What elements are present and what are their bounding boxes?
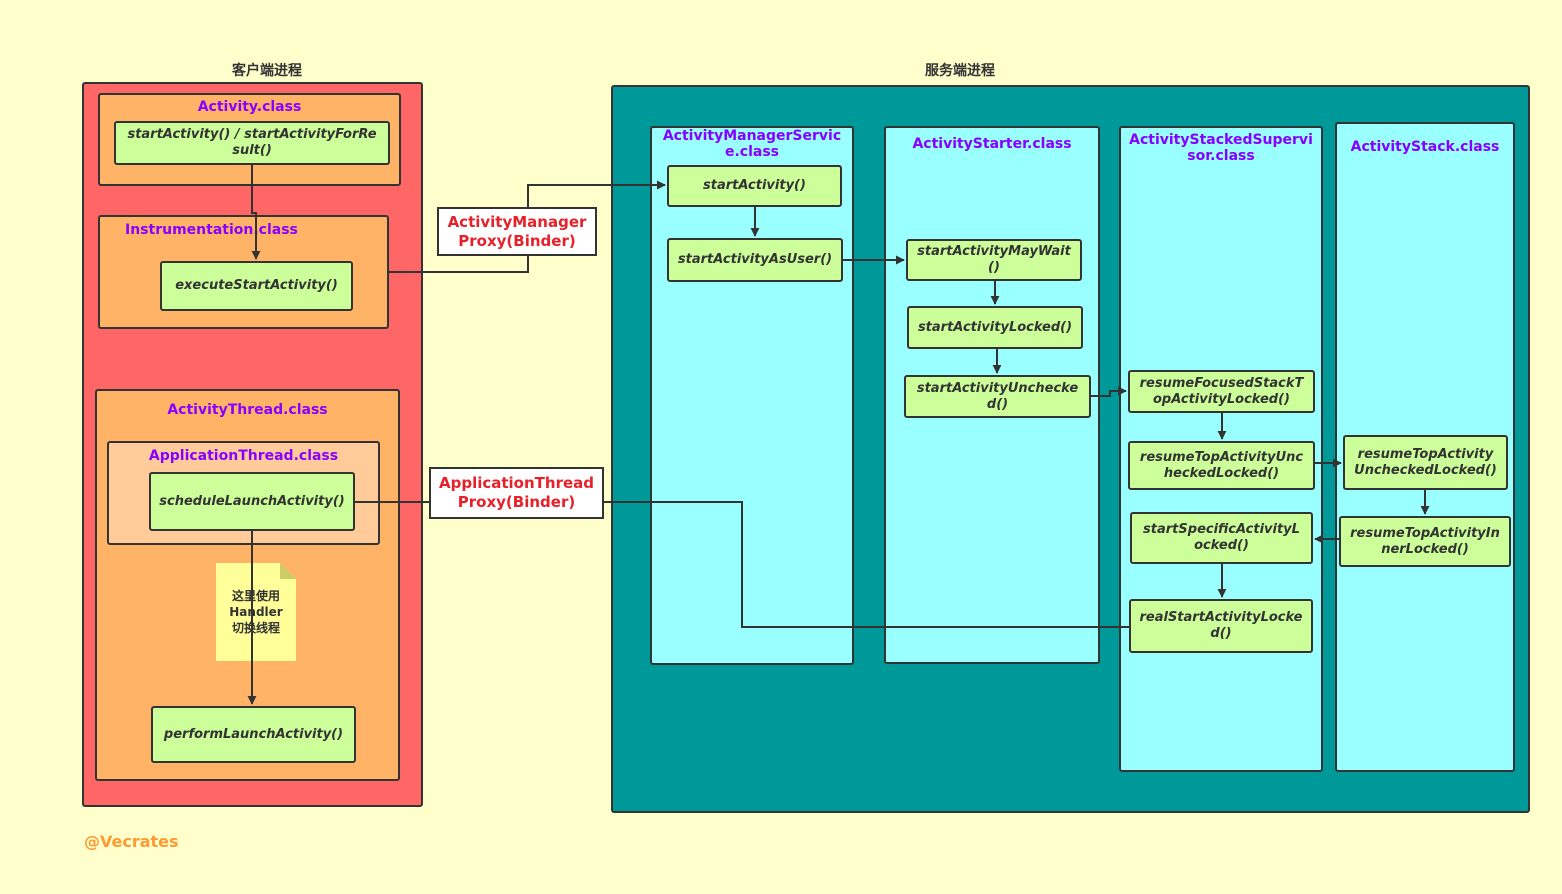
method-supervisor-resume-top-activity-unchecked-locked[interactable]: resumeTopActivityUncheckedLocked()	[1128, 441, 1315, 490]
note-shape	[216, 563, 296, 661]
application-thread-proxy: ApplicationThread Proxy(Binder)	[429, 467, 604, 519]
method-start-activity-may-wait[interactable]: startActivityMayWait()	[906, 239, 1082, 281]
method-resume-focused-stack-top-activity-locked[interactable]: resumeFocusedStackTopActivityLocked()	[1128, 370, 1315, 413]
client-process-title: 客户端进程	[232, 63, 302, 79]
method-start-activity-unchecked[interactable]: startActivityUnchecked()	[904, 375, 1091, 418]
activity-manager-proxy: ActivityManager Proxy(Binder)	[437, 207, 597, 256]
method-resume-top-activity-inner-locked[interactable]: resumeTopActivityInnerLocked()	[1339, 516, 1511, 567]
activity-thread-class-label: ActivityThread.class	[167, 402, 328, 418]
method-ams-start-activity[interactable]: startActivity()	[667, 165, 842, 207]
method-execute-start-activity[interactable]: executeStartActivity()	[160, 261, 353, 311]
method-ams-start-activity-as-user[interactable]: startActivityAsUser()	[667, 238, 843, 282]
handler-note: 这里使用 Handler 切换线程	[229, 589, 283, 635]
watermark: @Vecrates	[84, 832, 179, 851]
starter-class-label: ActivityStarter.class	[912, 136, 1072, 152]
server-process-title: 服务端进程	[925, 63, 995, 79]
method-start-specific-activity-locked[interactable]: startSpecificActivityLocked()	[1130, 512, 1313, 564]
method-perform-launch-activity[interactable]: performLaunchActivity()	[151, 706, 356, 763]
method-start-activity-client[interactable]: startActivity() / startActivityForResult…	[114, 121, 390, 165]
method-schedule-launch-activity[interactable]: scheduleLaunchActivity()	[149, 472, 355, 531]
supervisor-class-label: ActivityStackedSupervisor.class	[1129, 132, 1313, 164]
instrumentation-class-label: Instrumentation.class	[125, 222, 298, 238]
ams-class-label: ActivityManagerService.class	[662, 128, 842, 160]
stack-class-label: ActivityStack.class	[1350, 139, 1500, 155]
method-real-start-activity-locked[interactable]: realStartActivityLocked()	[1129, 599, 1313, 653]
activity-class-label: Activity.class	[197, 99, 302, 115]
method-start-activity-locked[interactable]: startActivityLocked()	[907, 306, 1083, 349]
application-thread-class-label: ApplicationThread.class	[148, 448, 339, 464]
method-stack-resume-top-activity-unchecked-locked[interactable]: resumeTopActivityUncheckedLocked()	[1343, 435, 1508, 490]
